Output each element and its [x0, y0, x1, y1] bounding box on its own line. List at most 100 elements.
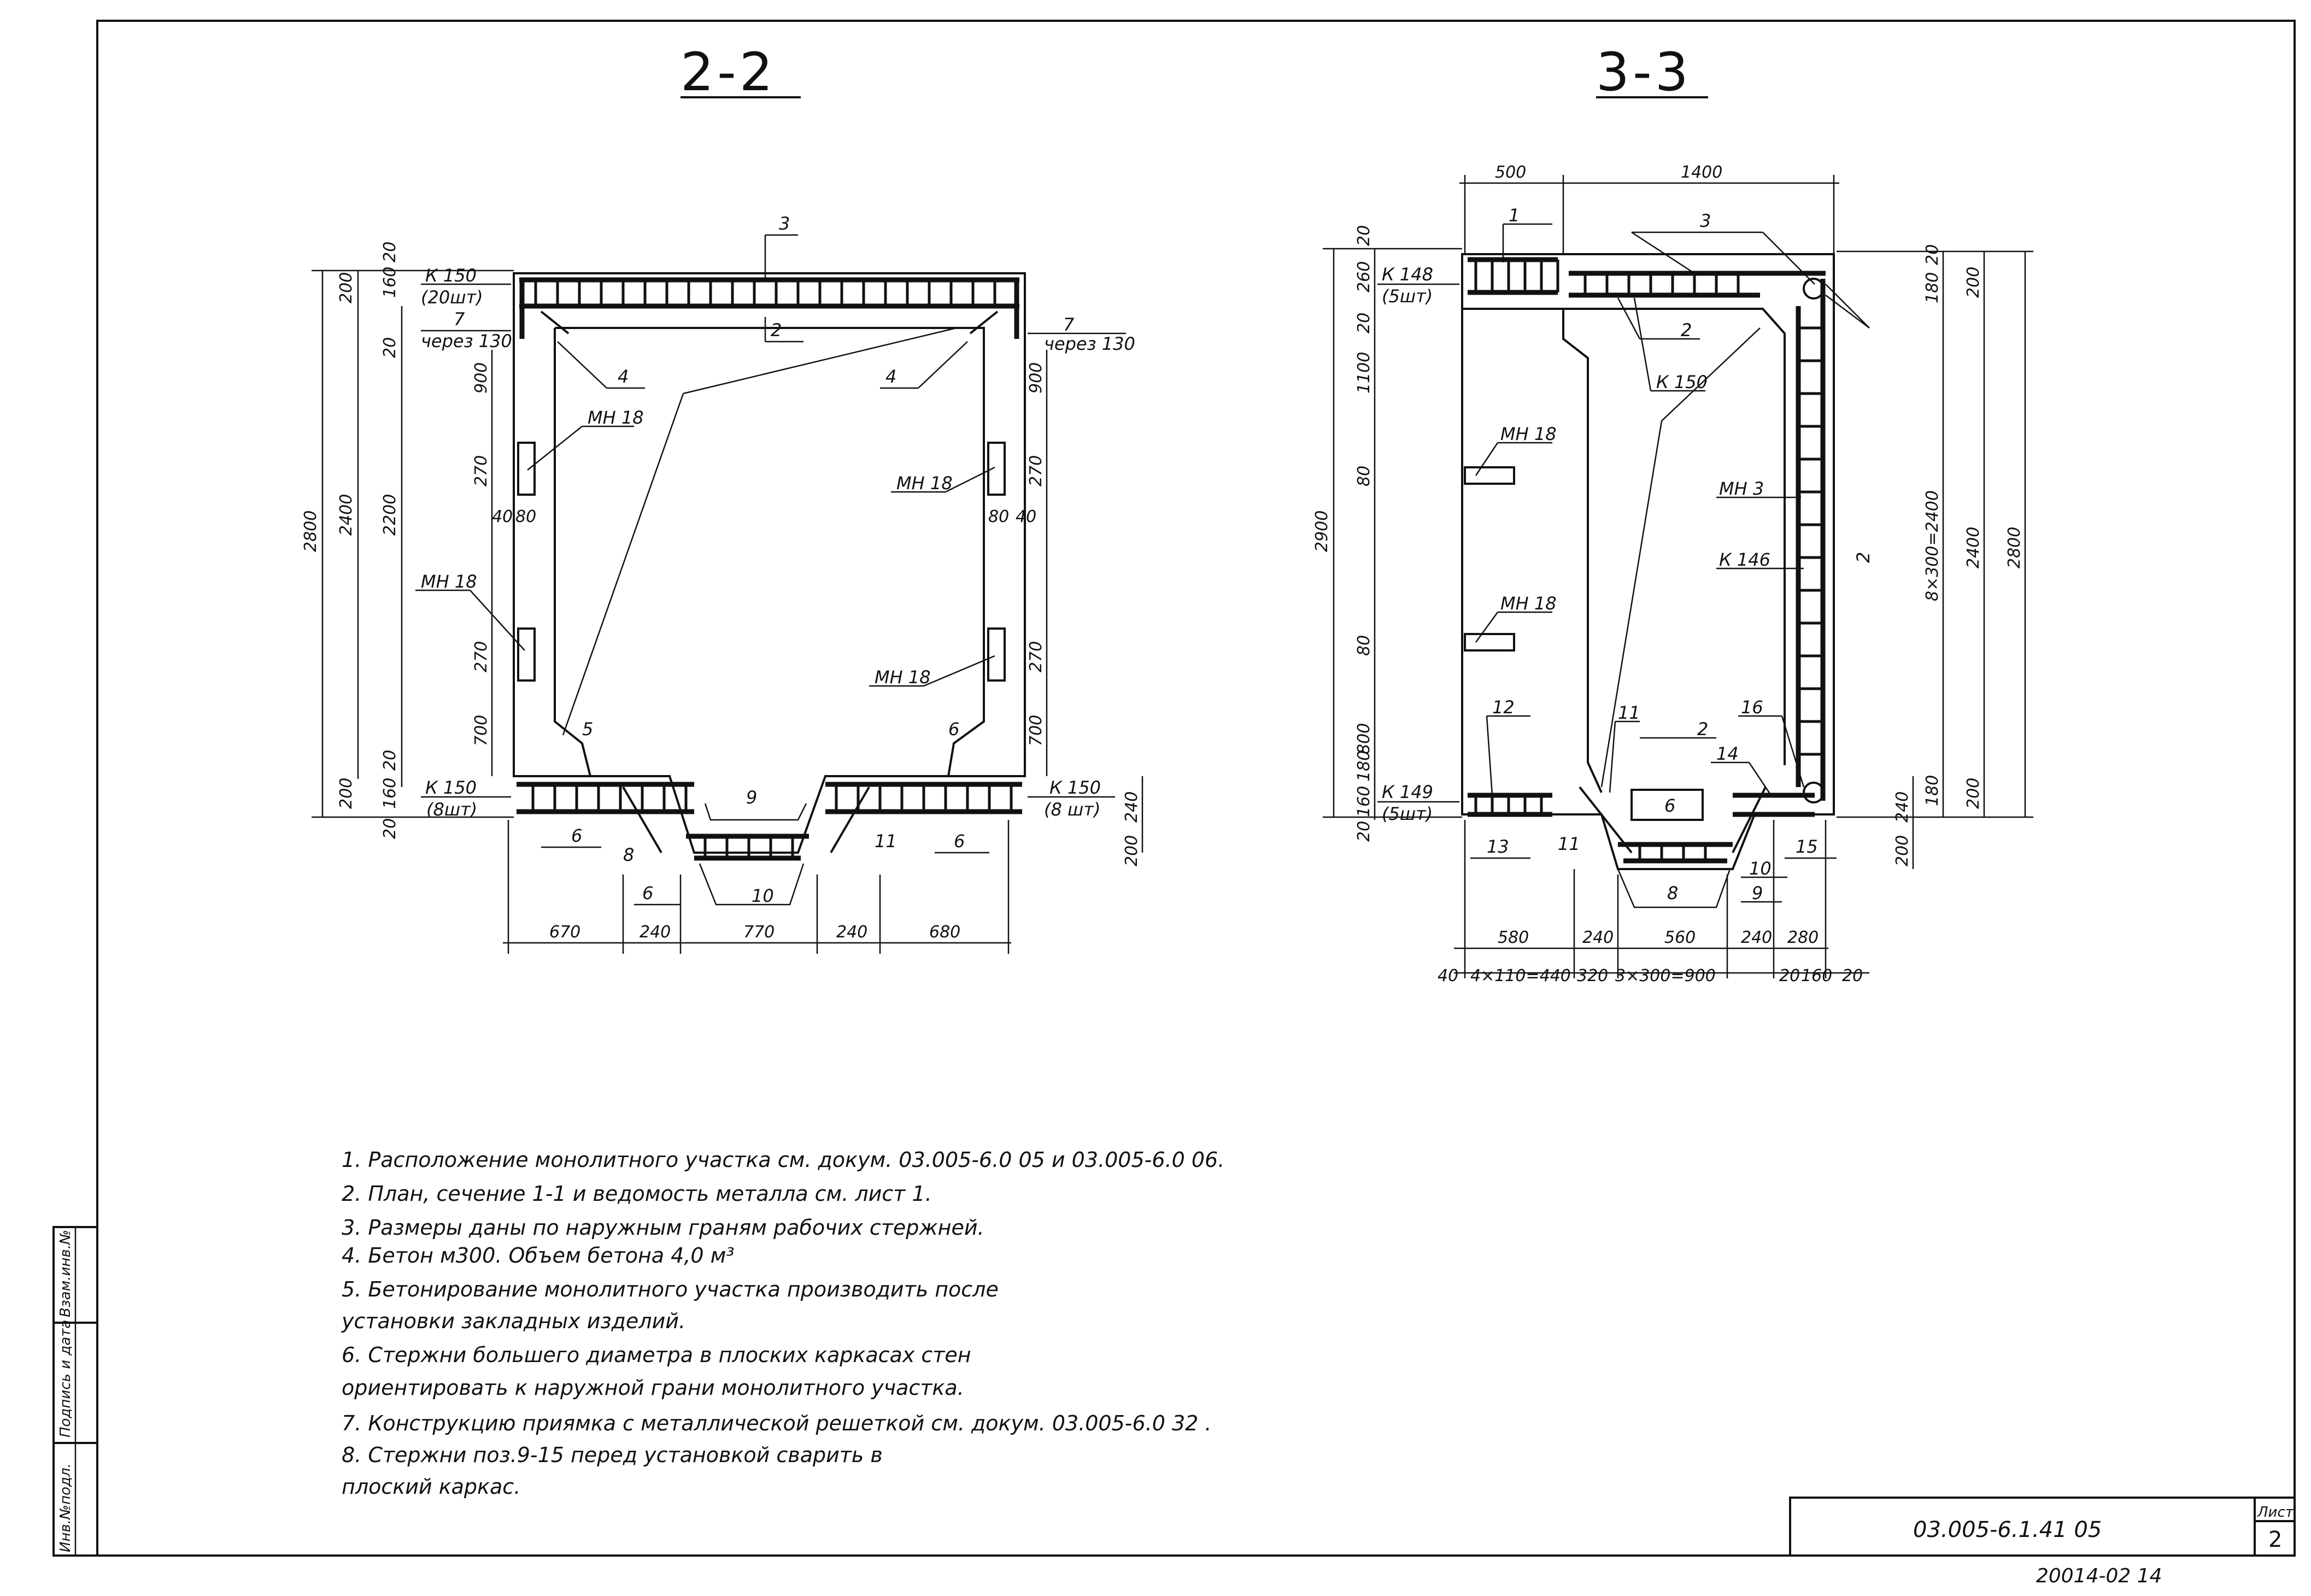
svg-text:180: 180: [1923, 775, 1942, 806]
embed-plate-2-2-2: [517, 627, 536, 682]
stamp-sheet-label: Лист: [2257, 1504, 2294, 1521]
svg-text:МН 18: МН 18: [1500, 593, 1557, 614]
side-strip: Инв.№подл. Подпись и дата Взам.инв.№: [52, 1226, 98, 1557]
svg-text:6: 6: [954, 831, 965, 852]
svg-text:320: 320: [1577, 966, 1608, 985]
pit-ties-2-2: [703, 836, 794, 858]
svg-text:2800: 2800: [301, 511, 320, 552]
svg-text:700: 700: [472, 715, 491, 746]
svg-text:МН 18: МН 18: [875, 667, 931, 688]
svg-text:(20шт): (20шт): [421, 287, 483, 308]
svg-text:2: 2: [1681, 320, 1692, 341]
svg-text:700: 700: [1027, 715, 1046, 746]
side-label-inv: Инв.№подл.: [57, 1463, 74, 1552]
svg-text:80: 80: [1354, 466, 1374, 486]
svg-text:20: 20: [380, 750, 400, 771]
svg-text:2400: 2400: [337, 494, 356, 536]
section-3-3: 3-3 500 1400: [1312, 42, 2033, 985]
svg-text:670: 670: [549, 923, 580, 942]
svg-text:200: 200: [1122, 835, 1141, 866]
svg-text:8: 8: [623, 844, 634, 865]
svg-text:3×300=900: 3×300=900: [1615, 966, 1716, 985]
svg-text:40: 40: [492, 507, 513, 526]
section-2-2-opening: [554, 327, 985, 777]
svg-text:80: 80: [988, 507, 1009, 526]
svg-text:200: 200: [337, 778, 356, 809]
svg-text:(5шт): (5шт): [1382, 803, 1433, 824]
svg-text:200: 200: [337, 272, 356, 303]
svg-text:МН 18: МН 18: [896, 473, 953, 494]
note-3: 3. Размеры даны по наружным граням рабоч…: [342, 1216, 984, 1240]
svg-text:12: 12: [1492, 697, 1515, 718]
svg-text:через 130: через 130: [421, 331, 512, 351]
svg-text:560: 560: [1664, 928, 1696, 947]
embed-plate-2-2-4: [987, 627, 1006, 682]
svg-text:180: 180: [1354, 750, 1374, 782]
svg-text:10: 10: [752, 885, 774, 906]
svg-text:20: 20: [1354, 313, 1374, 333]
svg-text:9: 9: [746, 787, 757, 808]
notes: 1. Расположение монолитного участка см. …: [341, 1148, 1224, 1499]
svg-text:240: 240: [1741, 928, 1772, 947]
note-7: 7. Конструкцию приямка с металлической р…: [342, 1411, 1212, 1435]
svg-text:К 150: К 150: [1656, 372, 1708, 392]
svg-text:(8шт): (8шт): [426, 799, 477, 820]
svg-text:7: 7: [454, 309, 465, 330]
svg-text:270: 270: [1027, 455, 1046, 486]
svg-text:2400: 2400: [1964, 527, 1983, 568]
svg-text:20: 20: [380, 337, 400, 358]
note-4: 4. Бетон м300. Объем бетона 4,0 м³: [342, 1243, 735, 1268]
svg-text:80: 80: [515, 507, 536, 526]
svg-text:80: 80: [1354, 635, 1374, 656]
embed-plate-2-2-3: [987, 442, 1006, 496]
note-2: 2. План, сечение 1-1 и ведомость металла…: [342, 1182, 932, 1206]
svg-text:20: 20: [1779, 966, 1800, 985]
svg-text:4×110=440: 4×110=440: [1470, 966, 1571, 985]
svg-text:270: 270: [1027, 641, 1046, 672]
svg-text:10: 10: [1749, 858, 1772, 879]
svg-text:260: 260: [1354, 261, 1374, 292]
note-6a: 6. Стержни большего диаметра в плоских к…: [342, 1343, 971, 1367]
svg-text:680: 680: [929, 923, 960, 942]
svg-text:6: 6: [642, 883, 653, 903]
svg-text:180: 180: [1923, 272, 1942, 303]
svg-text:через 130: через 130: [1044, 333, 1135, 354]
stamp-code: 03.005-6.1.41 05: [1913, 1517, 2102, 1542]
svg-text:К 150: К 150: [1049, 777, 1101, 798]
svg-text:МН 18: МН 18: [421, 571, 477, 592]
svg-text:3: 3: [1700, 210, 1711, 231]
svg-text:16: 16: [1741, 697, 1763, 718]
stamp-sheet-number: 2: [2268, 1527, 2282, 1552]
section-3-3-opening: [1462, 308, 1786, 793]
svg-text:240: 240: [1893, 791, 1912, 823]
note-8b: плоский каркас.: [342, 1475, 520, 1499]
svg-text:580: 580: [1498, 928, 1529, 947]
title-stamp: 03.005-6.1.41 05 Лист 2 20014-02 14: [1789, 1497, 2296, 1587]
note-5b: установки закладных изделий.: [341, 1309, 685, 1333]
section-3-3-title: 3-3: [1596, 42, 1692, 103]
svg-text:500: 500: [1495, 163, 1526, 182]
svg-text:К 150: К 150: [425, 777, 477, 798]
svg-text:К 148: К 148: [1382, 264, 1433, 285]
svg-text:11: 11: [1618, 702, 1640, 723]
svg-text:900: 900: [1027, 362, 1046, 394]
svg-text:770: 770: [743, 923, 775, 942]
svg-text:1100: 1100: [1354, 352, 1374, 394]
section-2-2-title: 2-2: [681, 42, 776, 103]
svg-text:6: 6: [948, 719, 959, 740]
svg-text:МН 18: МН 18: [588, 407, 644, 428]
section-3-3-outline: [1461, 253, 1835, 870]
svg-text:2900: 2900: [1312, 511, 1332, 552]
svg-text:5: 5: [582, 719, 593, 740]
note-6b: ориентировать к наружной грани монолитно…: [342, 1376, 964, 1400]
svg-text:20: 20: [1842, 966, 1863, 985]
svg-text:160: 160: [1354, 786, 1374, 817]
svg-text:20: 20: [1354, 821, 1374, 842]
svg-text:4: 4: [618, 366, 629, 387]
svg-text:240: 240: [836, 923, 867, 942]
svg-text:8: 8: [1667, 883, 1678, 903]
stamp-archive-number: 20014-02 14: [2036, 1565, 2162, 1587]
svg-text:(8 шт): (8 шт): [1044, 799, 1100, 820]
svg-text:200: 200: [1964, 267, 1983, 298]
svg-text:2: 2: [1853, 552, 1874, 563]
